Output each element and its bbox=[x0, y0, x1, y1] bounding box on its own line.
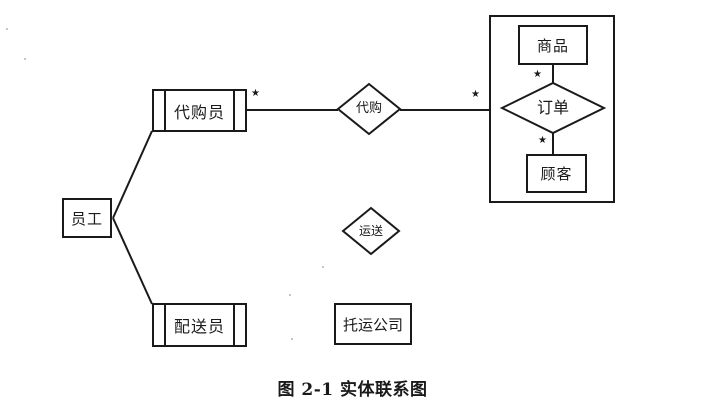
scan-speck bbox=[6, 28, 8, 30]
entity-shipping-company-label: 托运公司 bbox=[342, 315, 403, 334]
purchasing-diamond-shape bbox=[336, 82, 402, 136]
entity-product: 商品 bbox=[518, 25, 588, 65]
subtype-bar-right bbox=[233, 91, 235, 130]
entity-delivery-agent-label: 配送员 bbox=[173, 317, 225, 336]
cardinality-star: ★ bbox=[538, 135, 547, 146]
scan-speck bbox=[24, 58, 26, 60]
relationship-order-label: 订单 bbox=[536, 98, 569, 117]
relationship-purchasing-label: 代购 bbox=[355, 101, 382, 116]
figure-caption: 图 2-1 实体联系图 bbox=[277, 380, 428, 400]
relationship-shipping-label: 运送 bbox=[358, 224, 383, 238]
scan-speck bbox=[289, 294, 291, 296]
cardinality-star: ★ bbox=[533, 69, 542, 80]
entity-purchasing-agent-label: 代购员 bbox=[173, 102, 225, 122]
scan-speck bbox=[291, 338, 293, 340]
subtype-bar-left bbox=[164, 305, 166, 345]
scan-speck bbox=[322, 266, 324, 268]
entity-purchasing-agent: 代购员 bbox=[152, 89, 247, 132]
subtype-bar-left bbox=[164, 91, 166, 130]
line-employee-purchasing-agent bbox=[112, 130, 153, 219]
entity-employee: 员工 bbox=[62, 198, 112, 238]
cardinality-star: ★ bbox=[251, 88, 260, 99]
entity-customer-label: 顾客 bbox=[540, 165, 573, 183]
entity-employee-label: 员工 bbox=[70, 209, 103, 228]
shipping-diamond-shape bbox=[341, 206, 401, 256]
entity-customer: 顾客 bbox=[526, 154, 587, 193]
order-diamond-shape bbox=[499, 81, 607, 135]
line-employee-delivery-agent bbox=[112, 217, 153, 305]
cardinality-star: ★ bbox=[471, 89, 480, 100]
entity-shipping-company: 托运公司 bbox=[334, 303, 412, 345]
entity-delivery-agent: 配送员 bbox=[152, 303, 247, 347]
aggregation-boundary bbox=[489, 15, 615, 203]
entity-product-label: 商品 bbox=[536, 36, 569, 55]
subtype-bar-right bbox=[233, 305, 235, 345]
